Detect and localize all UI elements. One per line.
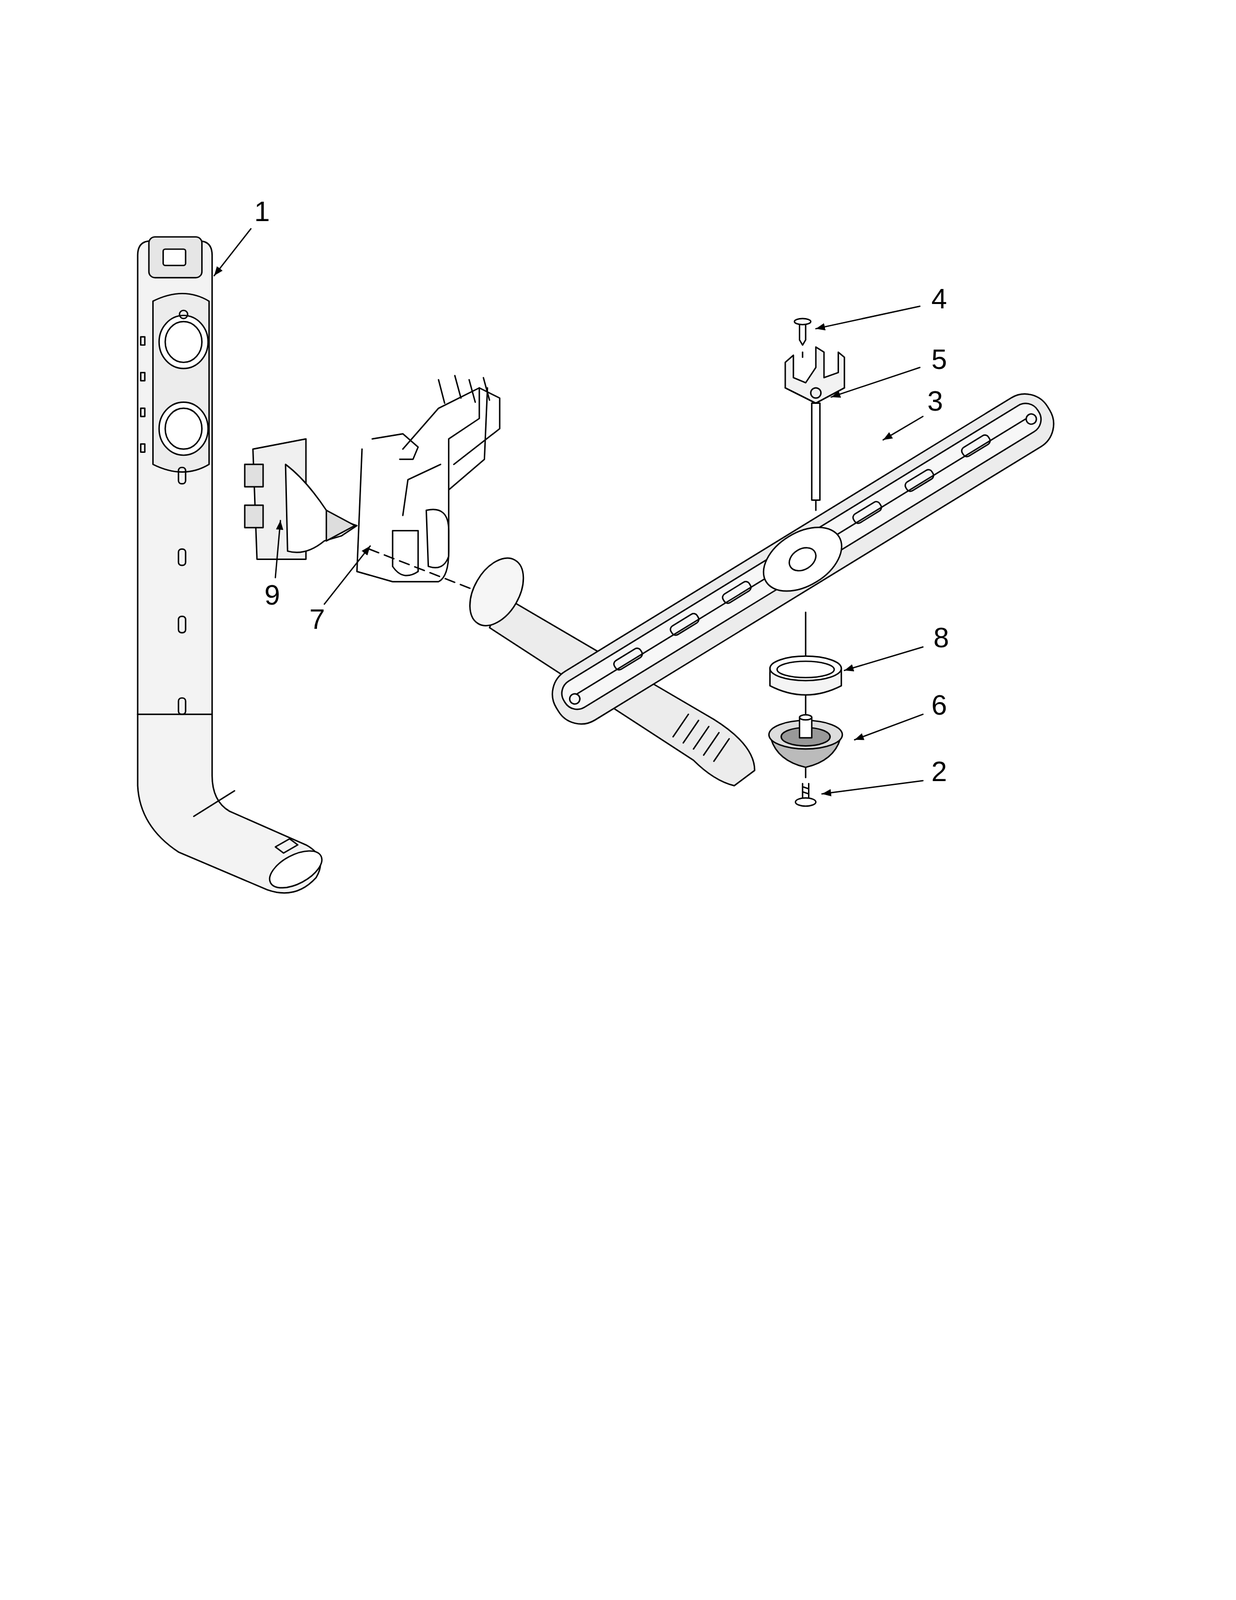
alignment-line — [369, 548, 480, 592]
axis-line — [805, 612, 807, 659]
leader-line — [883, 416, 923, 440]
leader-line — [822, 780, 923, 794]
leader-line — [844, 646, 923, 670]
leader-line — [854, 713, 923, 740]
nozzle-holder — [244, 438, 357, 559]
hub — [768, 714, 842, 767]
axis-line — [801, 351, 804, 358]
wire-bracket — [356, 375, 500, 582]
leader-line — [275, 520, 281, 578]
seal-ring — [769, 655, 841, 695]
screw-top — [794, 318, 811, 346]
callout-number: 9 — [264, 580, 281, 609]
callout-number: 1 — [254, 197, 270, 226]
leader-line — [831, 367, 920, 397]
callout-number: 7 — [309, 604, 325, 634]
callout-number: 6 — [931, 690, 948, 719]
callout-number: 5 — [931, 345, 948, 374]
callout-number: 2 — [931, 757, 948, 786]
clip — [785, 347, 845, 511]
callout-number: 4 — [931, 284, 948, 313]
feed-tube — [137, 237, 328, 896]
leader-line — [815, 306, 920, 329]
leader-line — [324, 545, 371, 604]
callout-number: 3 — [927, 386, 943, 415]
callout-number: 8 — [933, 623, 950, 652]
screw-bottom — [795, 783, 816, 806]
spray-arm — [542, 383, 1064, 734]
axis-line — [805, 693, 807, 714]
leader-lines — [214, 228, 923, 794]
leader-line — [214, 228, 252, 276]
